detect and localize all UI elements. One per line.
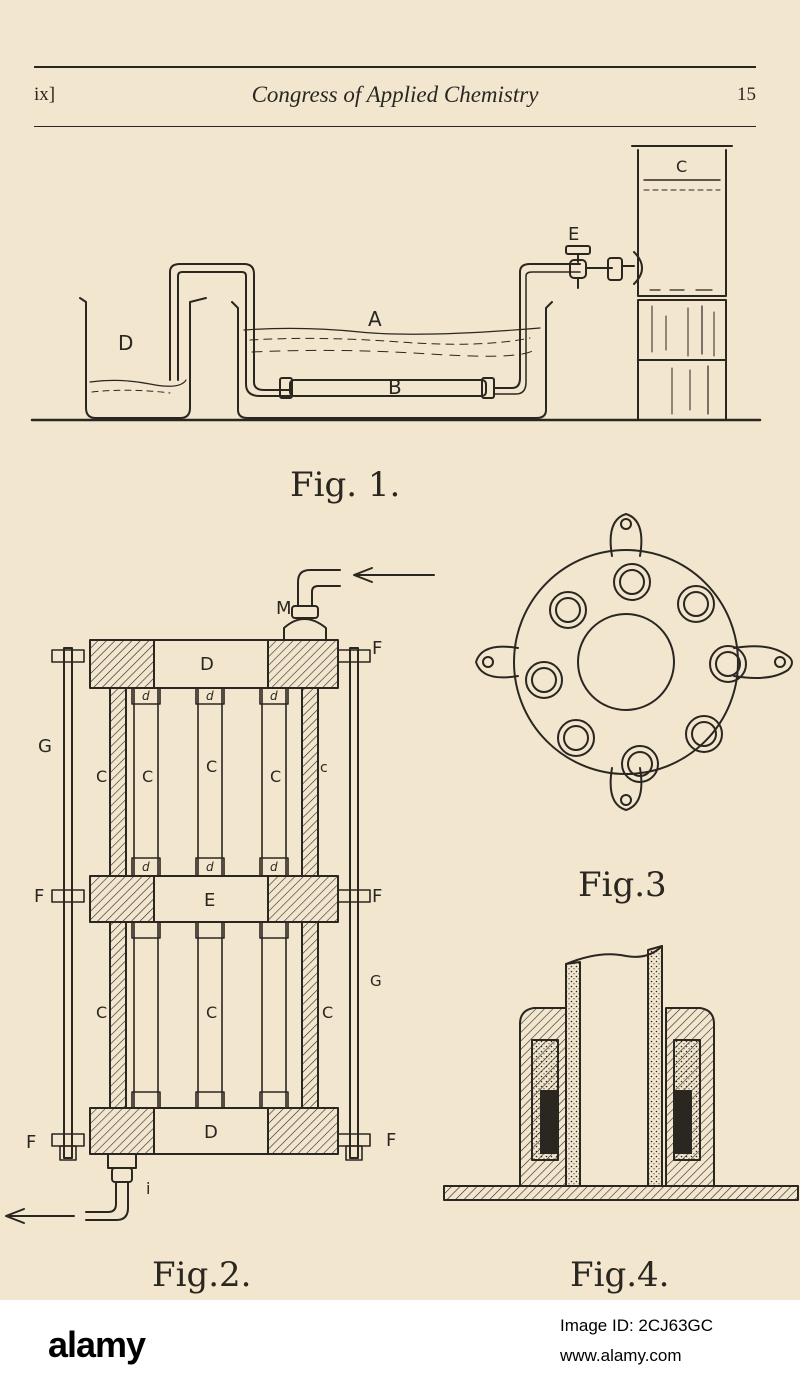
header-rule-top [34, 66, 756, 68]
fig3-bolt-holes [525, 563, 747, 783]
book-page: ix] Congress of Applied Chemistry 15 [0, 0, 800, 1300]
fig1-siphon-tube [169, 263, 291, 391]
chapter-number: ix] [34, 84, 56, 105]
fig3-lugs [475, 513, 793, 811]
fig1-jar-c [631, 145, 733, 297]
figures-plate: D A B E C Fig. 1. [5, 145, 799, 1295]
page-number: 15 [737, 84, 756, 105]
fig2-rod-right [349, 647, 359, 1159]
fig2-middle-header [89, 875, 339, 923]
fig2-label-d-small-5: d [206, 860, 214, 874]
fig2-top-header [89, 639, 339, 689]
image-id: Image ID: 2CJ63GC [560, 1316, 714, 1335]
fig1-tube-b [279, 377, 495, 399]
fig3-caption: Fig.3 [578, 865, 667, 905]
fig2-label-c-tube-2: C [206, 757, 217, 776]
fig1-siphon-tube-inner [177, 271, 291, 397]
figure-3: Fig.3 [475, 513, 793, 905]
figure-2: M F F F F F G G D E D C C C C c C C C d [5, 567, 435, 1295]
fig2-label-d-small-2: d [206, 689, 214, 703]
fig2-label-e: E [204, 890, 215, 911]
figure-1: D A B E C Fig. 1. [30, 145, 762, 505]
fig2-label-c-lower-shell: C [96, 1003, 107, 1022]
fig2-label-f-bottom-left: F [26, 1132, 36, 1153]
fig2-outer-shells [109, 687, 319, 1109]
fig2-label-d-small-3: d [270, 689, 278, 703]
fig1-label-b: B [388, 375, 402, 399]
fig2-label-g-right: G [370, 972, 382, 990]
figure-4: Fig.4. [443, 945, 799, 1295]
fig2-label-c-lower-right: C [322, 1003, 333, 1022]
fig1-label-c: C [676, 157, 687, 176]
fig4-base-plate [443, 1185, 799, 1201]
fig2-label-d-small-1: d [142, 689, 150, 703]
fig2-label-f-mid-right: F [372, 886, 382, 907]
fig1-caption: Fig. 1. [290, 465, 400, 505]
fig1-trough-a [231, 301, 553, 419]
fig1-label-e: E [568, 224, 579, 245]
fig2-label-f-bottom-right: F [386, 1130, 396, 1151]
fig1-beaker-d [79, 297, 207, 419]
fig4-caption: Fig.4. [570, 1255, 669, 1295]
fig1-label-a: A [368, 307, 382, 331]
fig2-rod-left [63, 647, 73, 1159]
fig1-riser-tube [493, 263, 581, 389]
fig2-label-c-tube-1: C [142, 767, 153, 786]
fig2-inlet-pipe [297, 569, 341, 607]
fig2-bottom-header [89, 1107, 339, 1155]
fig2-label-d-top: D [200, 654, 214, 675]
fig2-valve-m [291, 605, 319, 619]
fig2-label-c-shell: C [96, 767, 107, 786]
stock-url: www.alamy.com [560, 1346, 682, 1365]
fig1-label-d: D [118, 331, 133, 355]
fig2-label-d-bottom: D [204, 1122, 218, 1143]
fig2-label-g-left: G [38, 736, 52, 757]
stock-footer: alamy Image ID: 2CJ63GC www.alamy.com [0, 1300, 800, 1390]
fig2-label-d-small-6: d [270, 860, 278, 874]
fig2-label-c-small: c [320, 760, 328, 776]
fig2-caption: Fig.2. [152, 1255, 251, 1295]
fig2-label-d-small-4: d [142, 860, 150, 874]
fig1-stand [637, 299, 727, 421]
fig2-label-c-tube-3: C [270, 767, 281, 786]
fig2-label-f-mid-left: F [34, 886, 44, 907]
fig2-inner-tubes [131, 687, 289, 1109]
fig2-label-f-top-right: F [372, 638, 382, 659]
running-title: Congress of Applied Chemistry [251, 82, 539, 107]
running-header: ix] Congress of Applied Chemistry 15 [34, 62, 756, 128]
fig2-label-i: i [146, 1179, 150, 1198]
fig1-stopcock-e [565, 245, 643, 289]
fig2-label-c-lower-tube: C [206, 1003, 217, 1022]
header-rule-bottom [34, 126, 756, 127]
fig2-label-m: M [276, 598, 292, 619]
fig3-flange-bore [577, 613, 675, 711]
fig2-outlet [85, 1153, 137, 1221]
alamy-logo: alamy [48, 1324, 146, 1365]
